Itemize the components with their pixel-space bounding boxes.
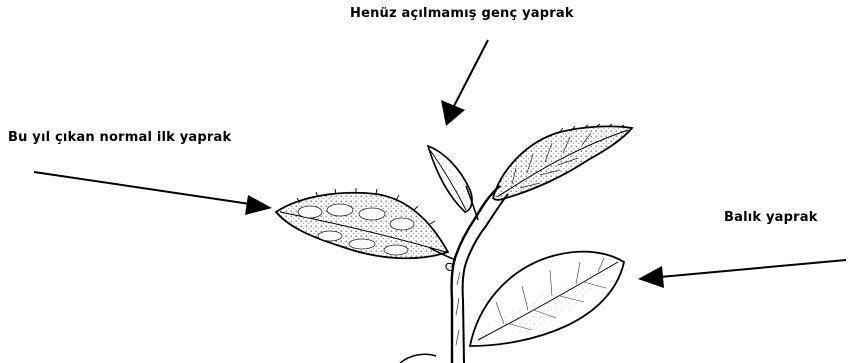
first-leaf [276,188,448,258]
arrow-first-leaf [34,172,272,215]
label-fish-leaf: Balık yaprak [724,210,818,225]
upper-right-leaf [493,124,632,200]
arrow-young-leaf [441,40,488,126]
young-bud-leaf [428,146,472,212]
label-young-leaf: Henüz açılmamış genç yaprak [350,6,574,21]
arrow-fish-leaf [638,260,846,288]
fish-leaf [470,252,624,346]
label-first-leaf: Bu yıl çıkan normal ilk yaprak [8,130,231,145]
